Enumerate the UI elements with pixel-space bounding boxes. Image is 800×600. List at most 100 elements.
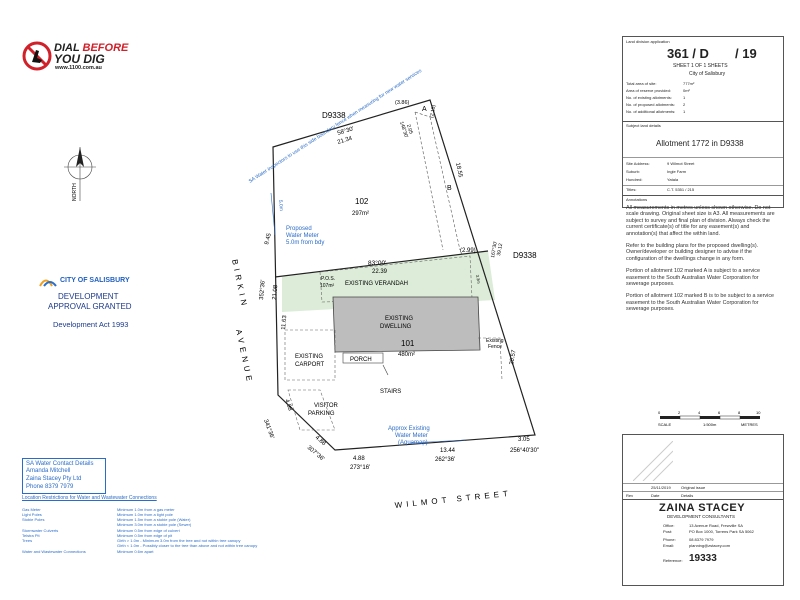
contact-value: 13 Avenue Road, Frewville SA (689, 523, 743, 528)
water-contact-phone: Phone 8379 7979 (26, 484, 74, 490)
meter1-line1: Proposed (286, 226, 312, 232)
dbyd-line2: YOU DIG (54, 52, 105, 66)
water-contact-company: Zaina Stacey Pty Ltd (26, 476, 82, 482)
bearing-307: 307°36' (306, 445, 325, 463)
detail-key: Hundred: (626, 177, 643, 182)
meter2-line2: Water Meter (395, 433, 428, 439)
restriction-rule: Minimum 0.6m apart (117, 549, 154, 554)
scale-tick: 8 (738, 410, 741, 415)
application-number: 361 / D (667, 46, 709, 61)
title-value: C.T. 5351 / 215 (667, 187, 695, 192)
sheet-label: SHEET 1 OF 1 SHEETS (673, 63, 728, 69)
street-birkin: BIRKIN (230, 259, 249, 310)
contact-key: Phone: (663, 537, 676, 542)
dbyd-badge-icon (22, 40, 140, 74)
restriction-rule: Minimum 0.5m from edge of culvert (117, 528, 180, 533)
visitor-parking-outline (287, 389, 336, 431)
bearing-8300: 83°00' (368, 259, 386, 267)
title-block: Land division application 361 / D / 19 S… (622, 36, 784, 208)
dbyd-logo: DIAL BEFORE YOU DIG www.1100.com.au (22, 40, 140, 74)
verandah-label: EXISTING VERANDAH (345, 281, 408, 287)
bearing-256: 256°40'30" (510, 448, 539, 454)
lot-102: 102 (355, 197, 369, 206)
restriction-item: Light Poles (22, 512, 42, 517)
inspector-note: SA Water inspectors to use this side bou… (248, 68, 424, 185)
revision-h2: Date (651, 493, 660, 498)
company-name: ZAINA STACEY (659, 502, 746, 514)
contact-key: Email: (663, 543, 675, 548)
bearing-341: 341°36' (262, 419, 275, 440)
water-contact-box: SA Water Contact Details Amanda Mitchell… (22, 458, 106, 494)
note-2: Refer to the building plans for the prop… (626, 243, 759, 262)
stat-key: No. of existing allotments: (626, 95, 672, 100)
easement-line (414, 111, 444, 251)
meter2-line3: (Aquamap) (398, 440, 428, 446)
council-logo-icon (39, 279, 57, 287)
carport-outline (284, 329, 336, 381)
dist-488a: 4.88 (283, 399, 293, 413)
stat-value: 1 (683, 95, 686, 100)
dist-1163: 11.63 (281, 314, 288, 330)
carport-label1: EXISTING (295, 354, 323, 360)
fence-label2: Fence (488, 344, 502, 350)
stat-value: 0m² (683, 88, 690, 93)
dist-2057: 20.57 (509, 349, 518, 365)
contact-value: 08 8379 7979 (689, 537, 714, 542)
title-key: Titles: (626, 187, 637, 192)
subject-label: Subject land details (626, 123, 661, 128)
stat-key: No. of proposed allotments: (626, 102, 675, 107)
stat-key: Total area of site: (626, 81, 657, 86)
reference-number: 19333 (689, 553, 717, 564)
approval-line1: DEVELOPMENT (58, 292, 119, 301)
dbyd-line1b: BEFORE (82, 42, 129, 54)
stat-value: 1 (683, 109, 686, 114)
lot-101: 101 (401, 339, 415, 348)
bearing-167: 167°30' (490, 241, 499, 259)
note-3: Portion of allotment 102 marked A is sub… (626, 268, 760, 288)
scale-unit: METRES (741, 422, 758, 427)
fence-label1: Existing (486, 338, 504, 344)
scale-tick: 4 (698, 410, 701, 415)
note-4: Portion of allotment 102 marked B is to … (626, 293, 775, 313)
dist-205: 2.05 (405, 124, 414, 135)
lot-102-area: 297m² (352, 211, 369, 217)
dwelling-label2: DWELLING (380, 324, 412, 330)
meter1-line3: 5.0m from bdy (286, 240, 324, 246)
dist-215: (2.15) (429, 104, 437, 118)
detail-value: Ingle Farm (667, 169, 687, 174)
water-contact-name: Amanda Mitchell (26, 468, 71, 474)
porch-label: PORCH (350, 357, 372, 363)
dist-1344: 13.44 (440, 448, 456, 454)
dist-386: (3.86) (395, 100, 410, 106)
dbyd-line1a: DIAL (54, 42, 83, 54)
restriction-item: Water and Wastewater Connections (22, 549, 86, 554)
revision-date: 25/11/2019 (651, 485, 671, 490)
restrictions-heading: Location Restrictions for Water and Wast… (22, 495, 157, 501)
restriction-rule: Minimum 1.0m from a gas meter (117, 507, 175, 512)
dist-3912: 39.12 (496, 243, 504, 257)
stairs-label: STAIRS (380, 389, 401, 395)
dist-33m: 3.3m (475, 274, 482, 284)
dist-945: 9.45 (264, 232, 273, 245)
restriction-rule: Girth > 1.0m - Minimum 3.0m from the tre… (117, 538, 241, 543)
detail-value: Yatala (667, 177, 679, 182)
detail-value: 9 Wilmot Street (667, 161, 695, 166)
restriction-rule: Girth < 1.0m - Possibly closer to the tr… (117, 543, 258, 548)
dist-top: 21.34 (337, 136, 354, 146)
street-avenue: AVENUE (234, 329, 255, 386)
annotations-label: Annotations (626, 197, 648, 202)
restriction-rule: Minimum 0.5m from edge of pit (117, 533, 173, 538)
bearing-148: 148°30' (398, 121, 409, 139)
company-logo-icon (633, 441, 673, 481)
scale-ratio: 1:500m (703, 422, 717, 427)
inspector-note-text: SA Water inspectors to use this side bou… (248, 68, 424, 185)
label-b: B (447, 185, 452, 192)
scale-tick: 2 (678, 410, 681, 415)
reference-label: Reference: (663, 558, 683, 563)
pos-label: P.O.S. (321, 276, 335, 282)
visitor-label2: PARKING (308, 411, 335, 417)
detail-key: Site Address: (626, 161, 650, 166)
contact-key: Post: (663, 529, 673, 534)
dist-2108: 21.08 (272, 284, 279, 300)
dist-305: 3.05 (518, 437, 530, 443)
